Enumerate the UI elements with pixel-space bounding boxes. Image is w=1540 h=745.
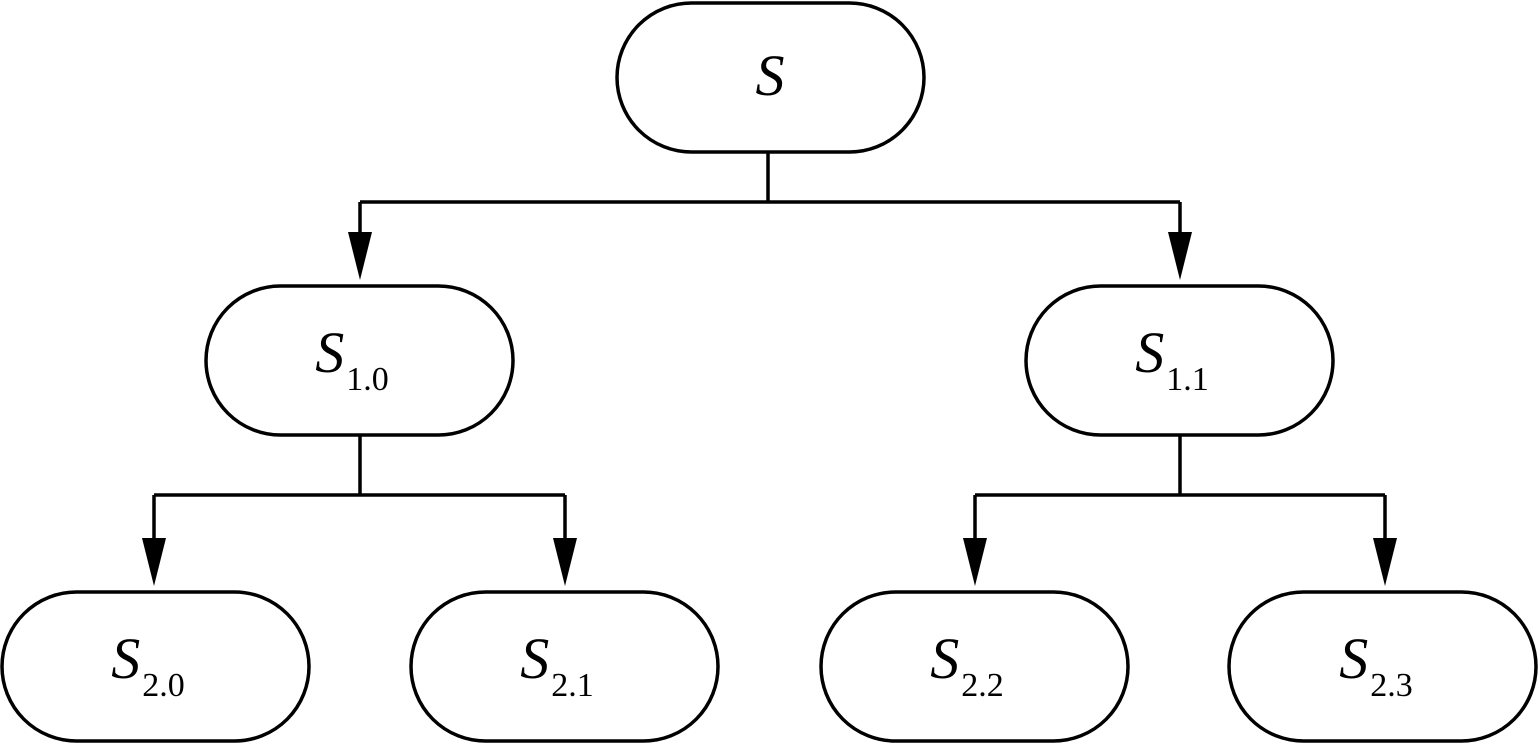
node-s2-3-symbol: S: [1339, 626, 1368, 691]
node-s1-1-symbol: S: [1135, 320, 1164, 385]
node-s1-0: S1.0: [204, 284, 515, 437]
node-s2-0: S2.0: [0, 590, 311, 743]
node-s2-3-box: [1227, 590, 1538, 743]
node-s1-0-label: S1.0: [315, 320, 389, 398]
edge-n1-0-to-level2: [142, 435, 577, 586]
node-s1-1-subscript: 1.1: [1166, 361, 1209, 398]
arrowhead-icon: [553, 538, 577, 586]
node-s1-1-label: S1.1: [1135, 320, 1209, 398]
node-s1-0-subscript: 1.0: [346, 361, 389, 398]
edge-root-to-level1: [348, 152, 1192, 280]
node-s2-0-label: S2.0: [111, 626, 185, 704]
node-s2-2-label: S2.2: [930, 626, 1004, 704]
node-s2-3-label: S2.3: [1339, 626, 1413, 704]
arrowhead-icon: [142, 538, 166, 586]
node-s2-1: S2.1: [409, 590, 720, 743]
edge-n1-1-to-level2: [963, 435, 1397, 586]
node-s2-1-symbol: S: [520, 626, 549, 691]
node-s2-3: S2.3: [1227, 590, 1538, 743]
arrowhead-icon: [348, 232, 372, 280]
node-s2-1-subscript: 2.1: [551, 667, 594, 704]
arrowhead-icon: [1168, 232, 1192, 280]
node-root: S: [615, 1, 926, 154]
node-s2-2-box: [819, 590, 1130, 743]
node-root-label: S: [756, 43, 785, 108]
node-s2-0-symbol: S: [111, 626, 140, 691]
node-s2-2: S2.2: [819, 590, 1130, 743]
node-s1-0-box: [204, 284, 515, 437]
node-s1-1-box: [1024, 284, 1335, 437]
node-root-symbol: S: [756, 43, 785, 108]
arrowhead-icon: [963, 538, 987, 586]
node-s1-0-symbol: S: [315, 320, 344, 385]
arrowhead-icon: [1373, 538, 1397, 586]
node-s2-0-subscript: 2.0: [142, 667, 185, 704]
node-s2-1-label: S2.1: [520, 626, 594, 704]
node-root-box: [615, 1, 926, 154]
node-s2-2-symbol: S: [930, 626, 959, 691]
node-s2-3-subscript: 2.3: [1370, 667, 1413, 704]
node-s2-0-box: [0, 590, 311, 743]
node-s2-2-subscript: 2.2: [961, 667, 1004, 704]
node-s1-1: S1.1: [1024, 284, 1335, 437]
node-s2-1-box: [409, 590, 720, 743]
